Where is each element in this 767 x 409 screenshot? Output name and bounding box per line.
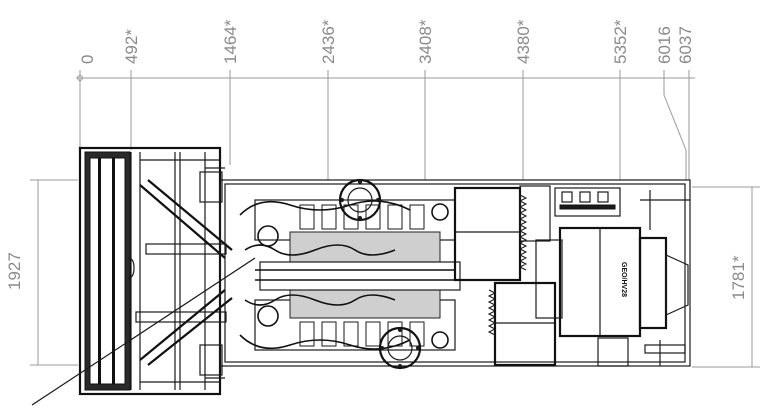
terminal-box: [554, 187, 621, 217]
dim-label-1464: 1464*: [221, 19, 240, 64]
charge-air-coolers: [453, 185, 557, 367]
dim-label-3408: 3408*: [416, 19, 435, 64]
radiator: [31, 146, 256, 406]
end-frame: [640, 190, 690, 366]
dim-label-492: 492*: [122, 29, 141, 64]
left-dimension: 1927: [5, 179, 78, 366]
top-dimension-labels: 0 492* 1464* 2436* 3408* 4380* 5352* 601…: [78, 19, 695, 64]
dim-label-0: 0: [78, 55, 97, 64]
base-frame: [199, 167, 691, 379]
engine: [239, 178, 461, 370]
dim-label-5352: 5352*: [611, 19, 630, 64]
dim-label-6016: 6016: [655, 26, 674, 64]
dim-label-1927: 1927: [5, 252, 24, 290]
generator-nameplate: GEO/HV28: [620, 262, 627, 297]
top-dimension-lines: [76, 70, 695, 180]
dim-label-6037: 6037: [676, 26, 695, 64]
dim-label-4380: 4380*: [514, 19, 533, 64]
dim-label-2436: 2436*: [319, 19, 338, 64]
right-dimension: 1781*: [692, 186, 760, 368]
generator: GEO/HV28: [535, 226, 689, 367]
dim-label-1781: 1781*: [729, 255, 748, 300]
